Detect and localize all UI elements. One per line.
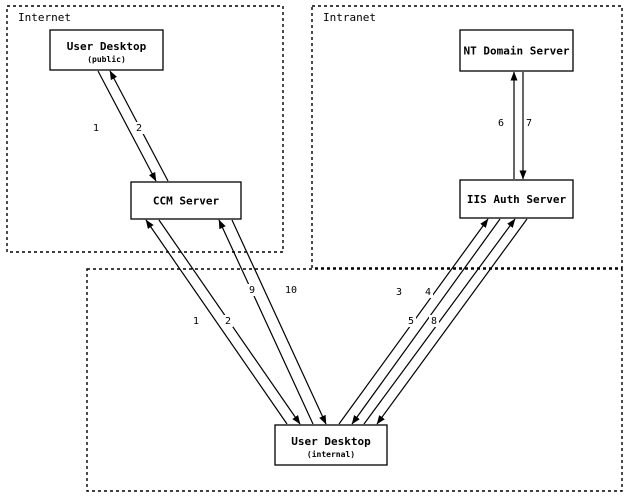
edge-label-backing-e2-ccm-to-public [134, 122, 144, 134]
edge-label-backing-e2b-ccm-to-internal [223, 315, 233, 327]
edge-label-e1-public-to-ccm: 1 [93, 123, 99, 134]
edge-label-e1b-internal-to-ccm: 1 [193, 316, 199, 327]
node-title-ccm-server: CCM Server [153, 195, 220, 208]
edge-e10-ccm-to-internal [231, 219, 327, 425]
edge-e1-public-to-ccm [97, 70, 157, 182]
zone-boundary-internet [6, 5, 284, 253]
edge-label-e5-internal-to-iis: 5 [408, 316, 414, 327]
node-iis-auth-server[interactable]: IIS Auth Server [459, 179, 574, 219]
zone-boundary-intranet [311, 5, 623, 269]
edge-label-backing-e1b-internal-to-ccm [191, 315, 201, 327]
edge-label-backing-e10-ccm-to-internal [282, 284, 300, 296]
edge-label-backing-e9-internal-to-ccm [247, 284, 257, 296]
node-subtitle-user-desktop-internal: (internal) [307, 449, 355, 459]
edge-e4-iis-to-internal [351, 218, 501, 425]
edges-layer [97, 70, 528, 425]
node-user-desktop-internal[interactable]: User Desktop(internal) [274, 424, 388, 466]
node-ccm-server[interactable]: CCM Server [130, 181, 242, 220]
edge-e1b-internal-to-ccm [145, 219, 288, 425]
edge-label-e3-internal-to-iis: 3 [396, 287, 402, 298]
zone-internet: Internet [6, 5, 284, 253]
node-box-ccm-server[interactable] [130, 181, 242, 220]
edge-e9-internal-to-ccm [218, 219, 314, 425]
node-box-iis-auth-server[interactable] [459, 179, 574, 219]
node-title-nt-domain-server: NT Domain Server [464, 45, 570, 58]
edge-label-backing-e6-iis-to-nt [496, 117, 506, 129]
edge-label-e10-ccm-to-internal: 10 [285, 285, 297, 296]
edge-label-e7-nt-to-iis: 7 [526, 118, 532, 129]
node-box-nt-domain-server[interactable] [459, 29, 574, 72]
edge-label-e2-ccm-to-public: 2 [136, 123, 142, 134]
node-subtitle-user-desktop-public: (public) [87, 54, 126, 64]
node-title-user-desktop-public: User Desktop [67, 40, 147, 53]
node-user-desktop-public[interactable]: User Desktop(public) [49, 29, 164, 71]
node-box-user-desktop-public[interactable] [49, 29, 164, 71]
node-title-user-desktop-internal: User Desktop [291, 435, 371, 448]
edge-label-e2b-ccm-to-internal: 2 [225, 316, 231, 327]
edge-e5-internal-to-iis [363, 218, 516, 425]
edge-label-e4-iis-to-internal: 4 [425, 287, 431, 298]
edge-label-backing-e1-public-to-ccm [91, 122, 101, 134]
edge-labels-layer: 1 2 1 2 9 10 3 4 5 8 6 7 [91, 117, 534, 327]
edge-label-backing-e8-iis-to-internal [429, 315, 439, 327]
edge-label-e8-iis-to-internal: 8 [431, 316, 437, 327]
zones-layer: Internet Intranet [6, 5, 623, 492]
zone-label-internet: Internet [18, 11, 71, 24]
edge-e8-iis-to-internal [376, 218, 528, 425]
edge-label-backing-e3-internal-to-iis [394, 286, 404, 298]
edge-label-backing-e4-iis-to-internal [423, 286, 433, 298]
edge-label-e9-internal-to-ccm: 9 [249, 285, 255, 296]
edge-label-backing-e7-nt-to-iis [524, 117, 534, 129]
edge-label-backing-e5-internal-to-iis [406, 315, 416, 327]
node-box-user-desktop-internal[interactable] [274, 424, 388, 466]
zone-label-intranet: Intranet [323, 11, 376, 24]
zone-intranet: Intranet [311, 5, 623, 269]
edge-label-e6-iis-to-nt: 6 [498, 118, 504, 129]
node-title-iis-auth-server: IIS Auth Server [467, 193, 567, 206]
node-nt-domain-server[interactable]: NT Domain Server [459, 29, 574, 72]
